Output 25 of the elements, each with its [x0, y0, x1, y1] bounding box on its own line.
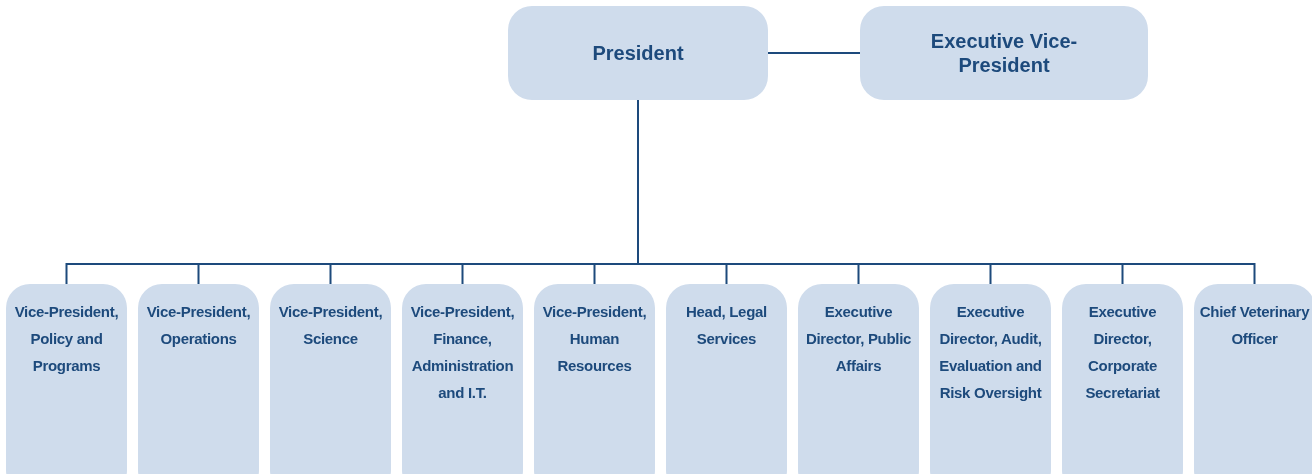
- box-label: Vice-President, Science: [278, 303, 383, 347]
- department-box: [666, 284, 787, 474]
- department-box: [138, 284, 259, 474]
- department-box: [402, 284, 523, 474]
- connector-line: [767, 52, 861, 54]
- department-box: [1194, 284, 1312, 474]
- executive-box: [860, 6, 1148, 100]
- box-label: Vice-President, Human Resources: [542, 303, 647, 374]
- box-label: President: [592, 41, 684, 65]
- department-box: [930, 284, 1051, 474]
- box-label: Executive Vice-President: [929, 29, 1079, 77]
- box-label: Executive Director, Corporate Secretariat: [1085, 303, 1160, 401]
- department-box: [1062, 284, 1183, 474]
- department-box: [798, 284, 919, 474]
- department-box: [6, 284, 127, 474]
- department-box: [270, 284, 391, 474]
- box-label: Vice-President, Operations: [146, 303, 251, 347]
- box-label: Chief Veterinary Officer: [1199, 303, 1310, 347]
- box-label: Head, Legal Services: [686, 303, 767, 347]
- box-label: Vice-President, Finance, Administration and I.T.: [410, 303, 515, 401]
- box-label: Executive Director, Public Affairs: [805, 303, 912, 374]
- department-box: [534, 284, 655, 474]
- box-label: Vice-President, Policy and Programs: [14, 303, 119, 374]
- box-label: Executive Director, Audit, Evaluation and Risk Oversight: [939, 303, 1042, 401]
- executive-box: [508, 6, 768, 100]
